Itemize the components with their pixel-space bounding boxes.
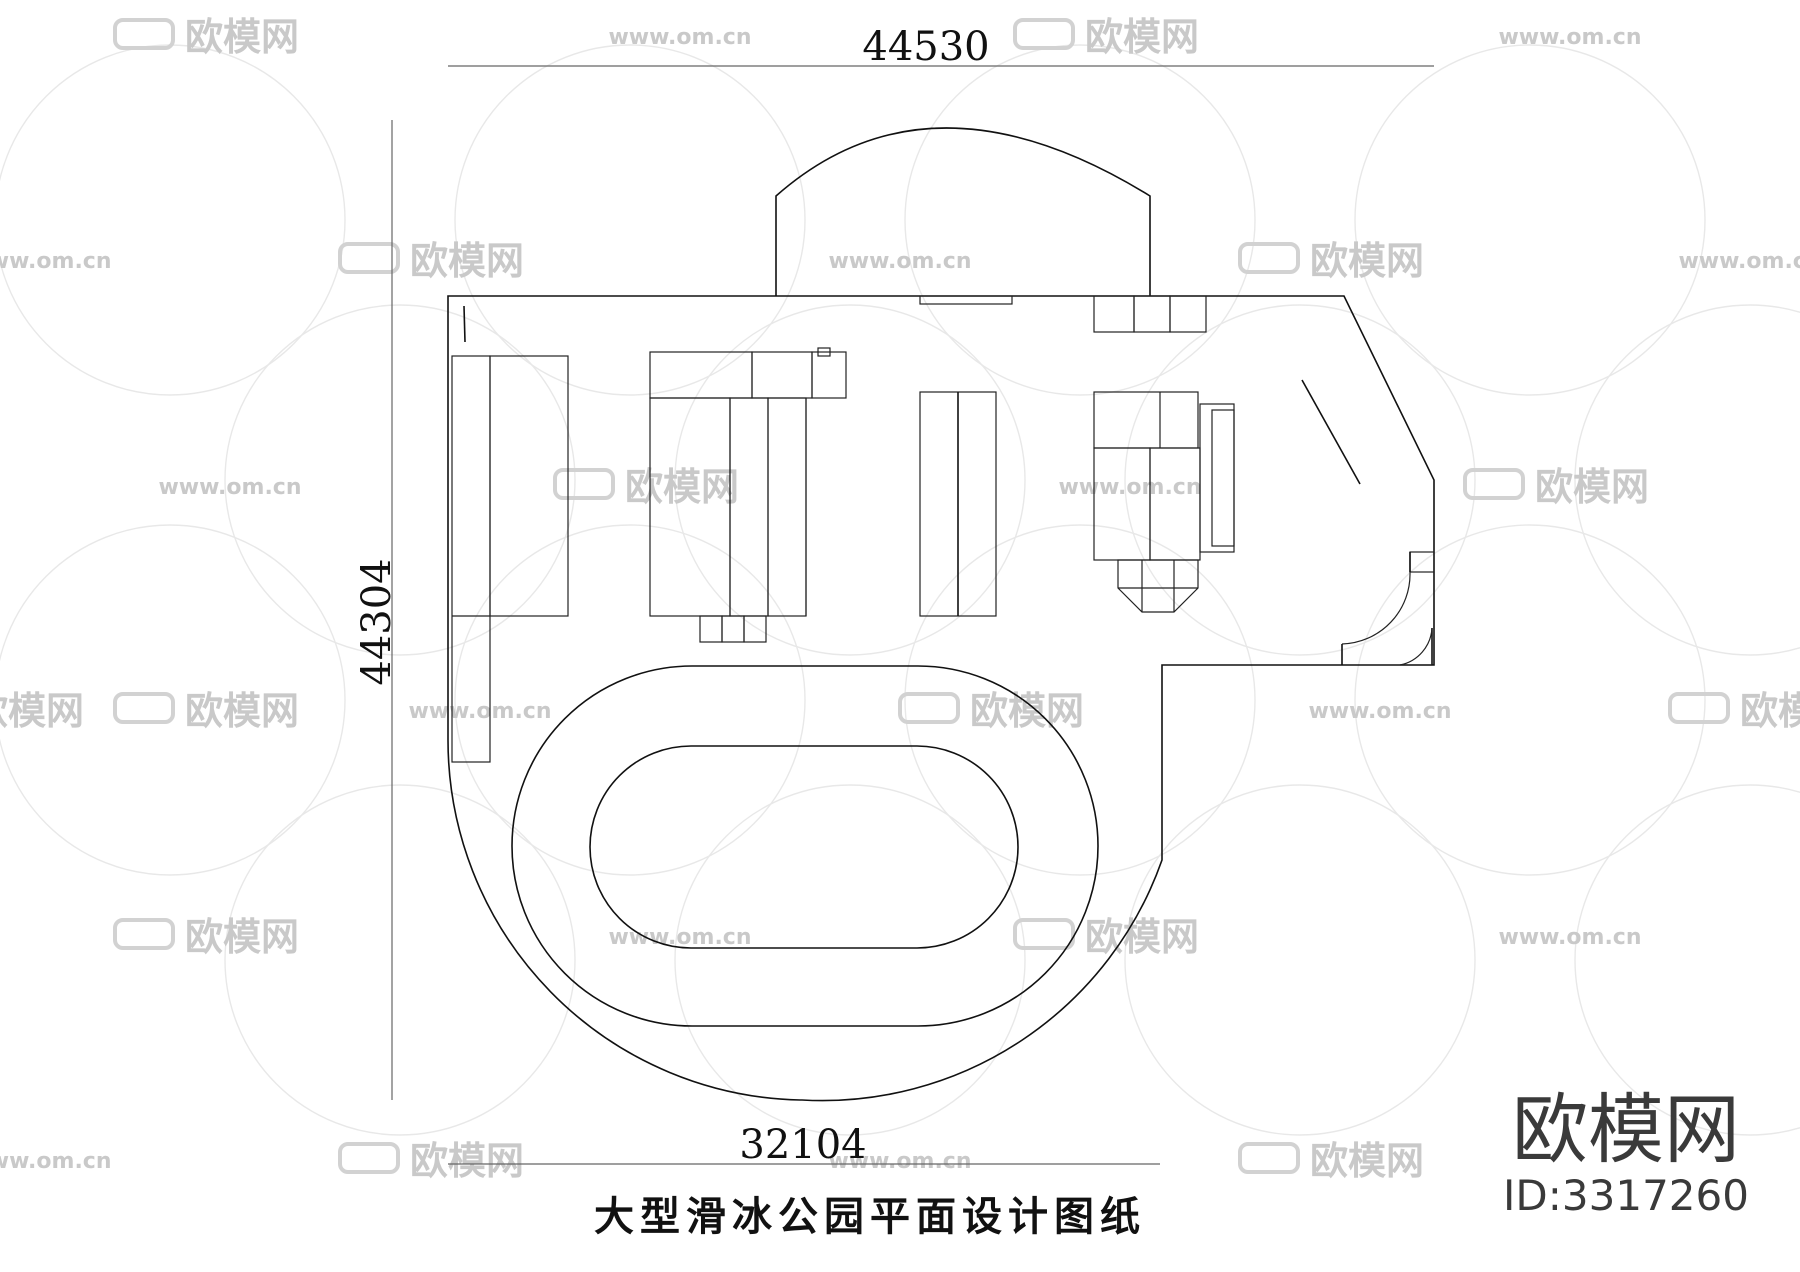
sofa-icon [553,468,615,500]
sofa-icon [1013,918,1075,950]
display-block-2 [919,391,997,617]
url-watermark: www.om.cn [158,475,301,500]
corner-tick [463,305,466,343]
top-dimension-label: 44530 [862,24,989,70]
sofa-icon [113,692,175,724]
sofa-icon [1238,1142,1300,1174]
url-watermark: www.om.cn [828,1149,971,1174]
brand-watermark: 欧模网 [1463,465,1649,509]
left-dimension-label: 44304 [354,558,400,685]
url-watermark: www.om.cn [1308,699,1451,724]
entrance-mat [919,295,1013,305]
id-watermark: ID:3317260 [1503,1171,1749,1220]
brand-watermark-text: 欧模网 [1740,689,1800,733]
sofa-icon [338,1142,400,1174]
rink-inner-ice [589,745,1019,949]
brand-watermark: 欧模网 [1668,689,1800,733]
brand-watermark: 欧模网 [113,689,299,733]
rink-outer-track [511,665,1099,1027]
brand-watermark-text: 欧模网 [185,689,299,733]
url-watermark: www.om.cn [1498,25,1641,50]
brand-watermark-text: 欧模网 [1310,1139,1424,1183]
url-watermark: www.om.cn [0,1149,112,1174]
watermark-layer: 欧模网欧模网欧模网欧模网欧模网欧模网欧模网欧模网欧模网欧模网欧模网欧模网欧模网欧… [0,15,1800,1183]
sofa-icon [113,918,175,950]
brand-watermark-text: 欧模网 [625,465,739,509]
brand-watermark: 欧模网 [553,465,739,509]
bottom-dimension-label: 32104 [739,1122,866,1168]
sofa-icon [1463,468,1525,500]
display-block-3 [1093,391,1235,613]
brand-watermark: 欧模网 [1238,239,1424,283]
drawing-caption: 大型滑冰公园平面设计图纸 [594,1193,1146,1240]
entrance-canopy [775,127,1151,296]
url-watermark: www.om.cn [1678,249,1800,274]
brand-watermark-text: 欧模网 [1085,15,1199,59]
sofa-icon [113,18,175,50]
brand-watermark-text: 欧模网 [1535,465,1649,509]
brand-watermark-text: 欧模网 [970,689,1084,733]
sofa-icon [1668,692,1730,724]
brand-watermark: 欧模网 [338,1139,524,1183]
brand-watermark: 欧模网 [1238,1139,1424,1183]
top-counter-boxes [1093,295,1207,333]
brand-watermark: 欧模网 [113,915,299,959]
brand-watermark: 欧模网 [1013,915,1199,959]
brand-watermark-text: 欧模网 [410,1139,524,1183]
sofa-icon [1013,18,1075,50]
url-watermark: www.om.cn [1058,475,1201,500]
brand-watermark-text: 欧模网 [185,915,299,959]
sofa-icon [338,242,400,274]
diagonal-partition [1301,379,1361,485]
brand-watermark: 欧模网 [338,239,524,283]
sofa-icon [1238,242,1300,274]
url-watermark: www.om.cn [608,25,751,50]
brand-watermark: 欧模网 [0,689,84,733]
sofa-icon [898,692,960,724]
url-watermark: www.om.cn [608,925,751,950]
url-watermark: www.om.cn [828,249,971,274]
brand-watermark-text: 欧模网 [1310,239,1424,283]
brand-watermark-text: 欧模网 [185,15,299,59]
brand-watermark: 欧模网 [898,689,1084,733]
url-watermark: www.om.cn [0,249,112,274]
brand-watermark-large: 欧模网 [1512,1085,1740,1174]
url-watermark: www.om.cn [408,699,551,724]
brand-watermark-text: 欧模网 [0,689,84,733]
watermark-arc-pattern [0,44,1800,1136]
building-outline [447,295,1435,1102]
brand-watermark: 欧模网 [1013,15,1199,59]
door-swing [1341,551,1435,666]
url-watermark: www.om.cn [1498,925,1641,950]
brand-watermark: 欧模网 [113,15,299,59]
brand-watermark-text: 欧模网 [1085,915,1199,959]
display-block-1 [649,347,847,643]
brand-watermark-text: 欧模网 [410,239,524,283]
left-wall-shelf [451,355,569,763]
